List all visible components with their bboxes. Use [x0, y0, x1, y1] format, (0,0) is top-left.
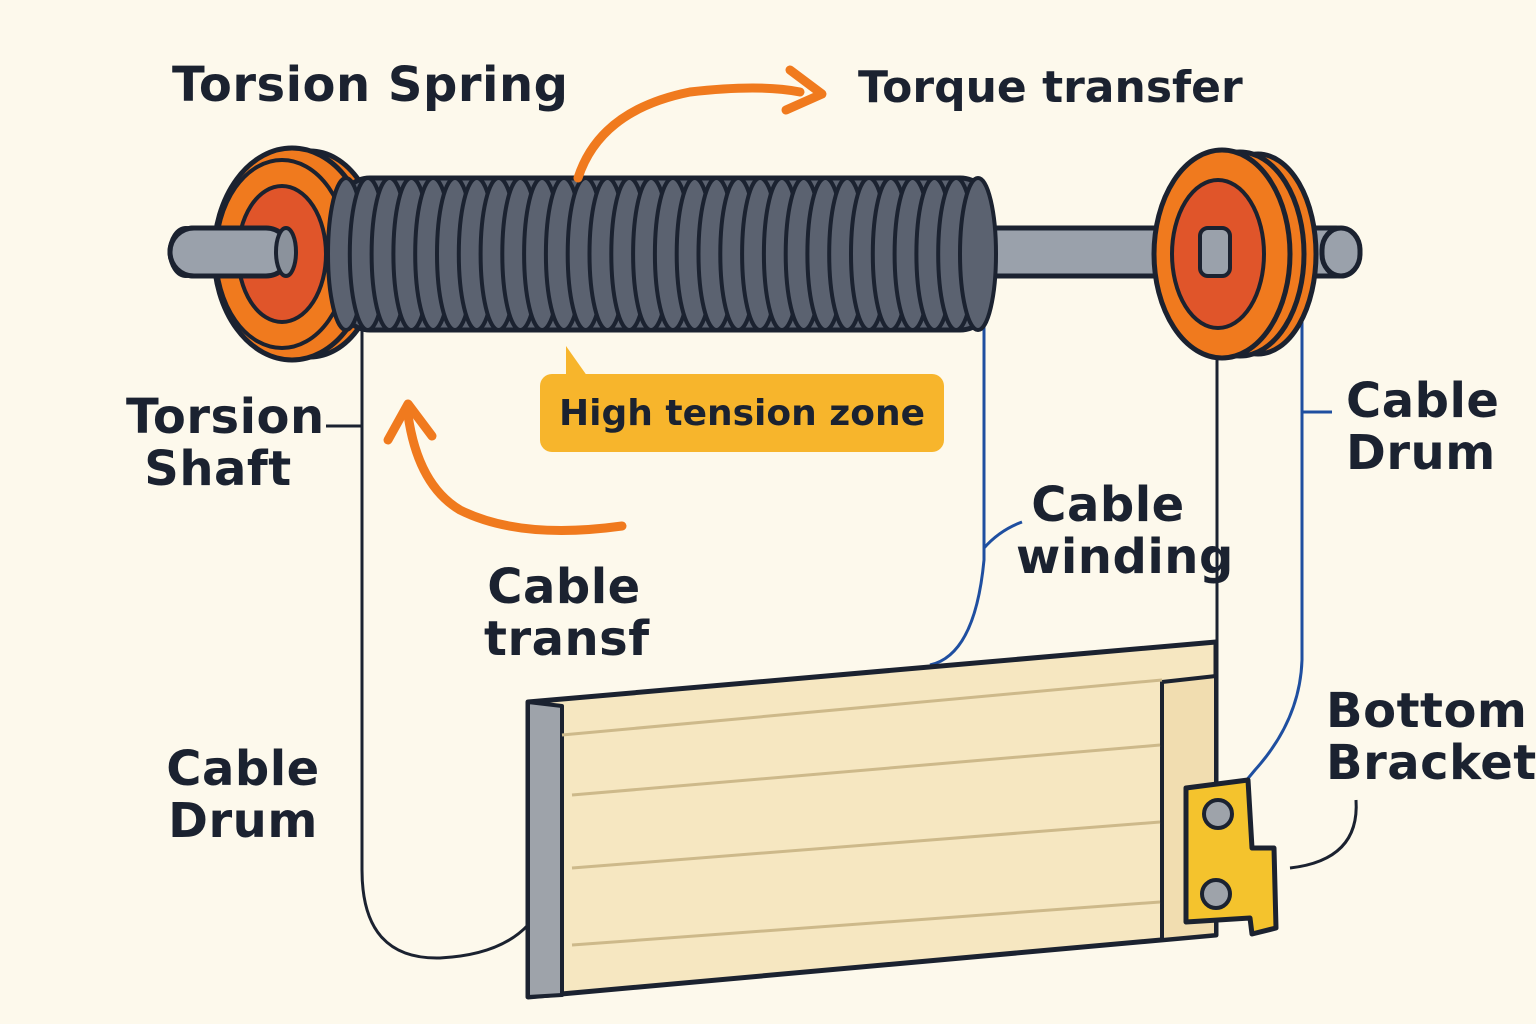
shaft-end-cap: [274, 226, 298, 278]
torsion-shaft-line2: Shaft: [144, 440, 292, 497]
cable-transf-line2: transf: [484, 610, 650, 667]
cable-drum-left-line1: Cable: [166, 741, 320, 797]
cable-winding-line2: winding: [1016, 528, 1234, 585]
spring-coil: [958, 176, 998, 332]
cable-winding-label: Cable winding: [1016, 477, 1234, 585]
torque-arrow-icon: [573, 65, 827, 183]
cable-transf-line1: Cable: [487, 559, 641, 615]
door-panel: [525, 639, 1219, 1000]
leader-bottom-bracket: [1289, 799, 1358, 870]
shaft-collar: [1198, 226, 1232, 278]
torsion-spring: [326, 175, 998, 333]
cable-transf-label: Cable transf: [484, 559, 650, 667]
bottom-bracket-line1: Bottom: [1326, 683, 1528, 739]
right-blue-cable: [1228, 320, 1304, 801]
torsion-shaft-line1: Torsion: [126, 389, 325, 445]
right-drum: [1151, 147, 1319, 361]
cable-winding-line: [929, 300, 986, 667]
bottom-bracket-label: Bottom Bracket: [1326, 683, 1536, 791]
shaft-end-right: [1319, 225, 1363, 279]
left-cable: [360, 322, 530, 960]
bottom-bracket: [1183, 777, 1279, 937]
cable-drum-left-label: Cable Drum: [166, 741, 320, 849]
leader-cable-winding: [982, 520, 1023, 549]
high-tension-zone-callout: High tension zone: [540, 374, 944, 452]
cable-drum-left-line2: Drum: [168, 792, 318, 849]
torsion-shaft-label: Torsion Shaft: [126, 389, 325, 497]
tension-arrow-icon: [383, 399, 627, 535]
torque-transfer-label: Torque transfer: [858, 62, 1243, 113]
shaft-end-left: [167, 225, 293, 279]
cable-winding-line1: Cable: [1031, 477, 1185, 533]
callout-pointer: [566, 346, 590, 380]
torsion-spring-label: Torsion Spring: [172, 57, 569, 113]
cable-drum-right-line2: Drum: [1346, 424, 1496, 481]
cable-drum-right-line1: Cable: [1346, 373, 1500, 429]
cable-drum-right-label: Cable Drum: [1346, 373, 1500, 481]
bottom-bracket-line2: Bracket: [1326, 734, 1536, 791]
